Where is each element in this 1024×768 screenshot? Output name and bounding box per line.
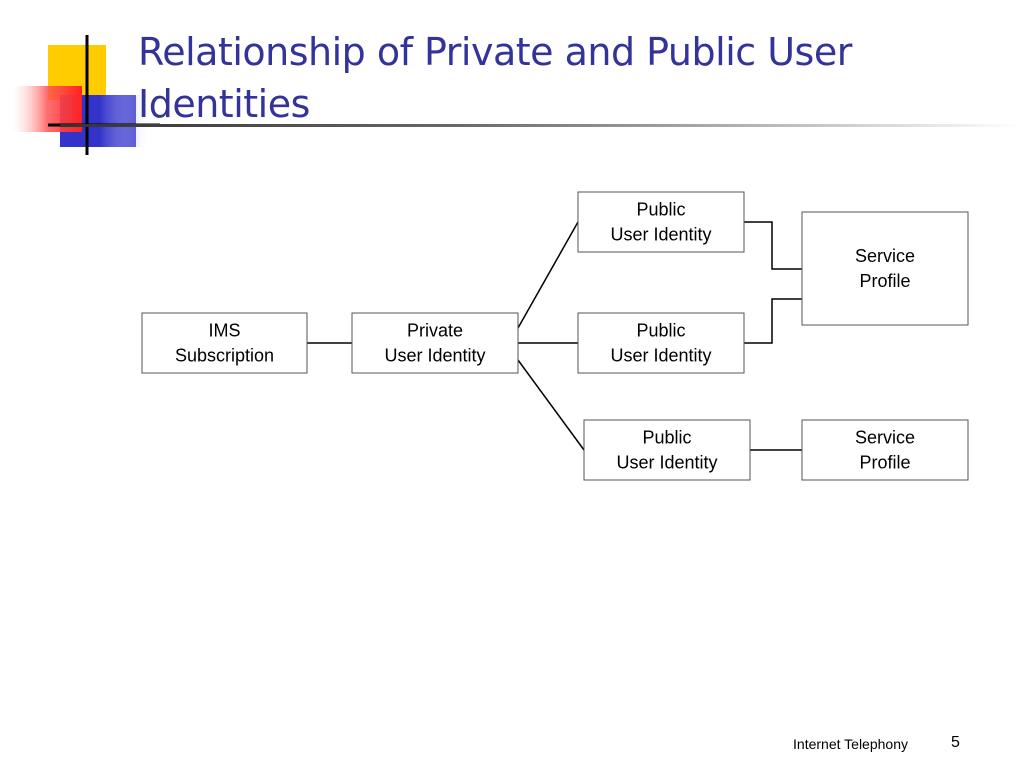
- deco-blue-fade: [100, 95, 150, 147]
- footer-text: Internet Telephony: [793, 736, 908, 752]
- private-user-identity-label-line: Private: [407, 321, 463, 341]
- slide-title: Relationship of Private and Public User …: [138, 30, 852, 126]
- connector-private-user-identity-to-public-user-identity-3: [517, 359, 585, 451]
- public-user-identity-3-box: [583, 419, 751, 481]
- edges-layer: [307, 221, 802, 451]
- public-user-identity-3-label-line: Public: [642, 428, 691, 448]
- ims-subscription-label-line: IMS: [208, 321, 240, 341]
- service-profile-1-label-line: Service: [855, 246, 915, 266]
- public-user-identity-2-label-line: Public: [636, 321, 685, 341]
- ims-subscription-box: [141, 312, 308, 374]
- service-profile-1-box: [801, 211, 969, 326]
- public-user-identity-1-box: [577, 191, 745, 253]
- public-user-identity-2-label-line: User Identity: [610, 346, 711, 366]
- public-user-identity-1-label-line: User Identity: [610, 225, 711, 245]
- service-profile-2-box: [801, 419, 969, 481]
- service-profile-1-label-line: Profile: [859, 271, 910, 291]
- page-number: 5: [951, 734, 960, 751]
- title-underline: [60, 124, 1020, 127]
- ims-subscription-node: IMS Subscription: [141, 312, 308, 374]
- ims-subscription-label-line: Subscription: [175, 346, 274, 366]
- service-profile-2-label-line: Profile: [859, 453, 910, 473]
- connector-public-user-identity-2-to-service-profile-1: [744, 298, 802, 344]
- private-user-identity-box: [351, 312, 519, 374]
- service-profile-2-label-line: Service: [855, 428, 915, 448]
- public-user-identity-2-box: [577, 312, 745, 374]
- public-user-identity-3-label-line: User Identity: [616, 453, 717, 473]
- connector-private-user-identity-to-public-user-identity-1: [517, 221, 579, 329]
- public-user-identity-1-label-line: Public: [636, 200, 685, 220]
- connector-public-user-identity-1-to-service-profile-1: [744, 221, 802, 270]
- private-user-identity-label-line: User Identity: [384, 346, 485, 366]
